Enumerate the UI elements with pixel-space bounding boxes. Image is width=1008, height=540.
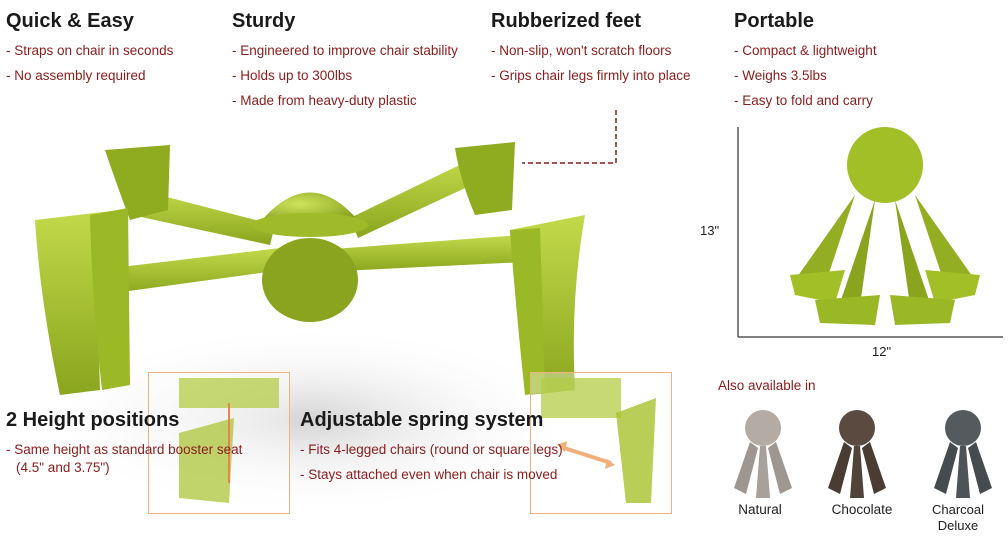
also-available-label: Also available in [718,378,816,393]
variant-label-charcoal: Charcoal Deluxe [931,502,985,533]
folded-product-illustration [737,127,1003,338]
feature-title-spring-system: Adjustable spring system [300,409,544,431]
dimension-width: 12" [872,344,892,359]
list-item: Grips chair legs firmly into place [491,67,691,85]
list-item: Same height as standard booster seat (4.… [6,441,261,477]
feature-title-portable: Portable [734,10,815,32]
variant-charcoal-image [934,410,992,498]
feature-bullets-height-positions: Same height as standard booster seat (4.… [6,441,261,484]
list-item: Weighs 3.5lbs [734,67,954,85]
variant-natural-image [734,410,792,498]
variant-label-chocolate: Chocolate [831,502,893,517]
list-item: Compact & lightweight [734,42,954,60]
variant-chocolate-image [828,410,886,498]
feature-title-sturdy: Sturdy [232,10,296,32]
feature-bullets-quick-easy: Straps on chair in seconds No assembly r… [6,42,216,92]
feature-bullets-spring-system: Fits 4-legged chairs (round or square le… [300,441,620,491]
feature-title-height-positions: 2 Height positions [6,409,180,431]
list-item: Made from heavy-duty plastic [232,92,462,110]
feature-bullets-sturdy: Engineered to improve chair stability Ho… [232,42,462,117]
list-item: Holds up to 300lbs [232,67,462,85]
list-item: Fits 4-legged chairs (round or square le… [300,441,620,459]
list-item: No assembly required [6,67,216,85]
list-item: Stays attached even when chair is moved [300,466,620,484]
feature-bullets-rubberized-feet: Non-slip, won't scratch floors Grips cha… [491,42,691,92]
list-item: Engineered to improve chair stability [232,42,462,60]
list-item: Easy to fold and carry [734,92,954,110]
spring-detail-illustration [541,378,656,503]
dimension-height: 13" [700,223,720,238]
callout-line [522,110,617,164]
feature-bullets-portable: Compact & lightweight Weighs 3.5lbs Easy… [734,42,954,117]
feature-title-rubberized-feet: Rubberized feet [491,10,642,32]
list-item: Non-slip, won't scratch floors [491,42,691,60]
variant-label-natural: Natural [738,502,782,517]
feature-title-quick-easy: Quick & Easy [6,10,134,32]
list-item: Straps on chair in seconds [6,42,216,60]
